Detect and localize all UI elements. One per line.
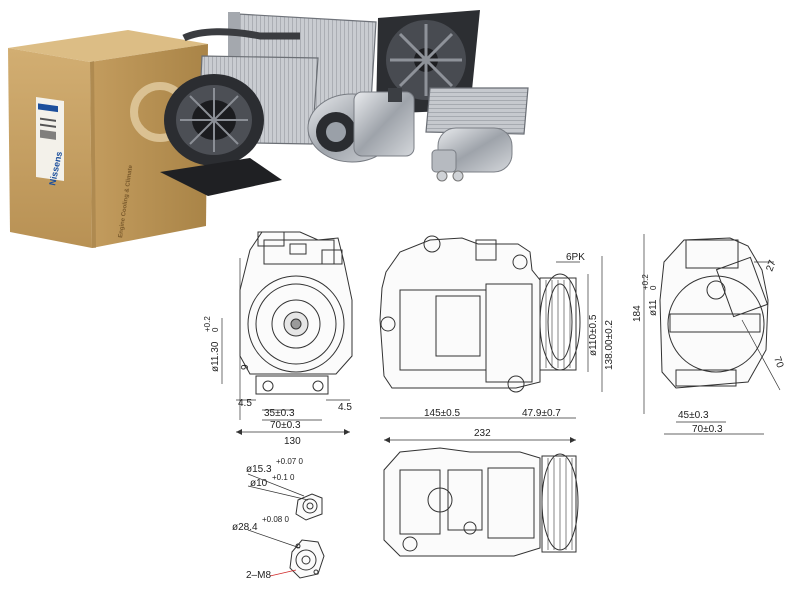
dim-pulley-dia: ø110±0.5 [588, 314, 599, 356]
top-view-labels: 232 [474, 428, 491, 439]
receiver-drier [431, 127, 513, 182]
port-dia-15-3-tol: +0.07 0 [276, 457, 303, 466]
dim-bolt-tol-low: 0 [211, 327, 220, 332]
dim-rear-dia-tol-up: +0.2 [641, 274, 650, 290]
dim-130: 130 [284, 436, 301, 447]
dim-4-5-right: 4.5 [338, 402, 352, 413]
dim-4-5-left: 4.5 [238, 398, 252, 409]
dim-45: 45±0.3 [678, 410, 709, 421]
port-thread: 2–M8 [246, 570, 271, 581]
dim-47-9: 47.9±0.7 [522, 408, 561, 419]
dim-rear-70: 70±0.3 [692, 424, 723, 435]
side-view [379, 235, 603, 419]
side-view-labels: 6PK ø110±0.5 138.00±0.2 145±0.5 47.9±0.7 [424, 252, 615, 419]
rear-view [643, 234, 781, 435]
port-dia-10: ø10 [250, 478, 268, 489]
technical-drawing: ø11.30 +0.2 0 9 4.5 4.5 35±0.3 70±0.3 13… [203, 231, 785, 581]
dim-70-diag: 70 [771, 355, 785, 370]
dim-bolt-dia: ø11.30 [210, 341, 221, 372]
top-view [383, 437, 579, 557]
port-dia-28-4-tol: +0.08 0 [262, 515, 289, 524]
dim-bolt-tol-up: +0.2 [203, 316, 212, 332]
dim-70: 70±0.3 [270, 420, 301, 431]
blower-motor [160, 74, 282, 196]
dim-rear-dia-tol-low: 0 [649, 285, 658, 290]
port-dia-28-4: ø28.4 [232, 522, 258, 533]
port-details [247, 473, 325, 579]
dim-35: 35±0.3 [264, 408, 295, 419]
dim-184: 184 [632, 305, 643, 322]
rear-view-labels: 184 ø11 +0.2 0 27 70 45±0.3 70±0.3 [632, 258, 785, 435]
nissens-box: Nissens Engine Cooling & Climate [8, 30, 208, 248]
port-dia-10-tol: +0.1 0 [272, 473, 295, 482]
heater-core [425, 87, 529, 135]
dim-rear-dia: ø11 [648, 299, 659, 316]
front-view-labels: ø11.30 +0.2 0 9 4.5 4.5 35±0.3 70±0.3 13… [203, 316, 352, 447]
dim-9: 9 [240, 364, 251, 370]
dim-138: 138.00±0.2 [604, 320, 615, 370]
port-labels: ø15.3 +0.07 0 ø10 +0.1 0 ø28.4 +0.08 0 2… [232, 457, 303, 581]
dim-145: 145±0.5 [424, 408, 461, 419]
dim-27: 27 [764, 258, 778, 273]
front-view [221, 231, 353, 435]
ac-compressor [307, 88, 415, 163]
belt-spec: 6PK [566, 252, 585, 263]
port-dia-15-3: ø15.3 [246, 464, 272, 475]
product-collage: Nissens Engine Cooling & Climate [8, 10, 529, 248]
dim-232: 232 [474, 428, 491, 439]
